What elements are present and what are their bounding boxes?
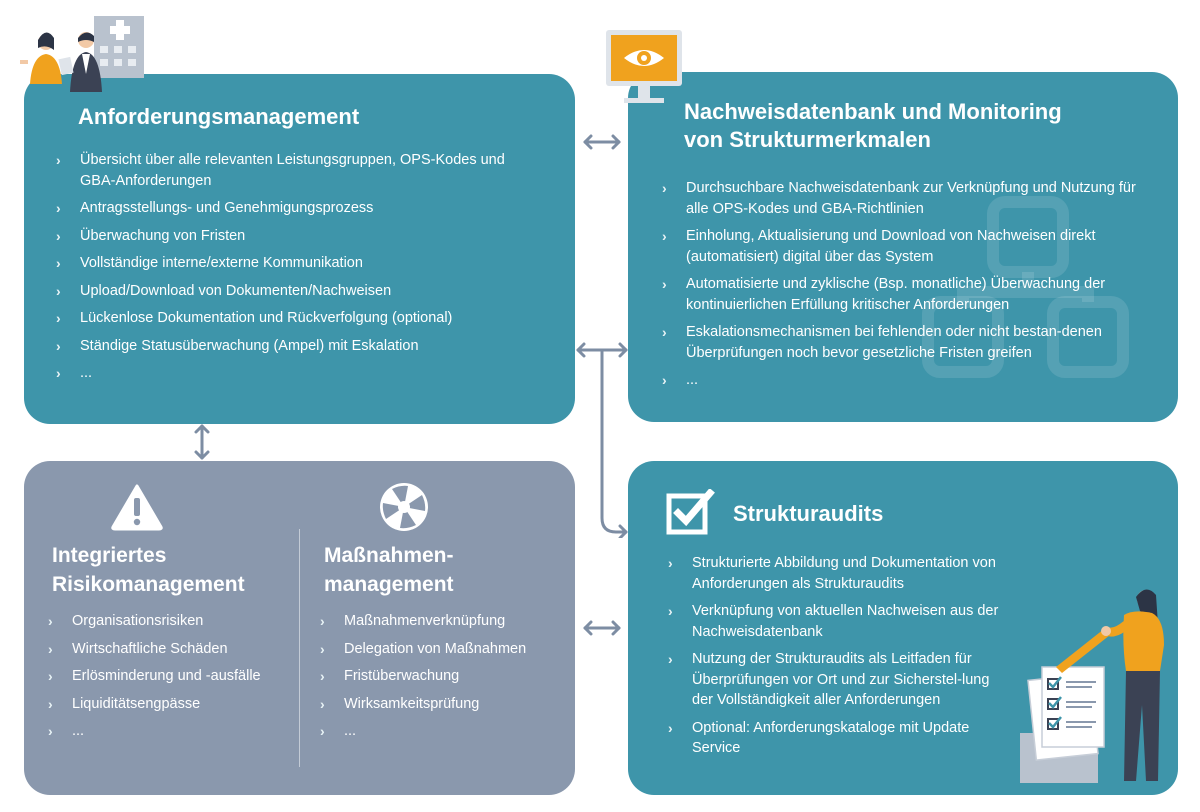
column-divider xyxy=(299,529,300,767)
arrow-branch-connector xyxy=(576,342,628,538)
list-item: ›Überwachung von Fristen xyxy=(56,227,246,244)
arrow-bottom-horizontal xyxy=(583,620,621,636)
nachweis-list: ›Durchsuchbare Nachweisdatenbank zur Ver… xyxy=(662,178,1142,398)
card-title: Nachweisdatenbank und Monitoring von Str… xyxy=(684,98,1062,154)
list-item: ›Vollständige interne/externe Kommunikat… xyxy=(56,255,363,271)
list-item: ›Delegation von Maßnahmen xyxy=(320,640,527,657)
massnahmen-title: Maßnahmen- management xyxy=(324,541,454,599)
list-item: ›Upload/Download von Dokumenten/Nachweis… xyxy=(56,282,392,299)
list-item: ›Durchsuchbare Nachweisdatenbank zur Ver… xyxy=(662,180,1136,217)
arrow-top-horizontal xyxy=(583,134,621,150)
card-anforderungsmanagement: Anforderungsmanagement ›Übersicht über a… xyxy=(24,74,575,424)
list-item: ›... xyxy=(48,723,85,739)
risiko-list: ›Organisationsrisiken ›Wirtschaftliche S… xyxy=(48,611,298,749)
list-item: ›Optional: Anforderungskataloge mit Upda… xyxy=(668,719,970,757)
monitor-eye-icon xyxy=(606,30,682,103)
arrow-left-vertical xyxy=(194,424,210,460)
card-title-line: von Strukturmerkmalen xyxy=(684,127,931,152)
list-item: ›... xyxy=(320,723,357,739)
list-item: ›... xyxy=(662,372,699,388)
audits-list: ›Strukturierte Abbildung und Dokumentati… xyxy=(668,553,1008,766)
card-title: Strukturaudits xyxy=(733,501,884,526)
list-item: ›Einholung, Aktualisierung und Download … xyxy=(662,228,1096,265)
list-item: ›Nutzung der Strukturaudits als Leitfade… xyxy=(668,651,990,708)
database-watermark-icon xyxy=(922,196,1129,378)
list-item: ›Maßnahmenverknüpfung xyxy=(320,613,506,629)
people-hospital-icon xyxy=(20,16,144,92)
warning-icon xyxy=(111,484,163,531)
list-item: ›Ständige Statusüberwachung (Ampel) mit … xyxy=(56,337,419,354)
card-title-line: Nachweisdatenbank und Monitoring xyxy=(684,99,1062,124)
list-item: ›Organisationsrisiken xyxy=(48,613,204,629)
massnahmen-list: ›Maßnahmenverknüpfung ›Delegation von Ma… xyxy=(320,611,570,749)
list-item: ›Fristüberwachung xyxy=(320,668,460,684)
list-item: ›Strukturierte Abbildung und Dokumentati… xyxy=(668,555,996,592)
woman-checklist-icon xyxy=(1020,589,1164,783)
card-title-line: Risikomanagement xyxy=(52,573,245,596)
list-item: ›Übersicht über alle relevanten Leistung… xyxy=(56,152,505,189)
list-item: ›Wirksamkeitsprüfung xyxy=(320,695,480,712)
card-title-line: Maßnahmen- xyxy=(324,544,454,567)
checkbox-icon xyxy=(666,489,715,535)
list-item: ›Wirtschaftliche Schäden xyxy=(48,640,228,657)
anforderung-list: ›Übersicht über alle relevanten Leistung… xyxy=(56,150,526,391)
list-item: ›Erlösminderung und -ausfälle xyxy=(48,668,261,684)
card-title-line: management xyxy=(324,573,454,596)
list-item: ›Antragsstellungs- und Genehmigungsproze… xyxy=(56,200,374,216)
shutter-icon xyxy=(380,483,428,531)
list-item: ›Verknüpfung von aktuellen Nachweisen au… xyxy=(668,603,999,640)
list-item: ›Eskalationsmechanismen bei fehlenden od… xyxy=(662,324,1102,361)
risiko-title: Integriertes Risikomanagement xyxy=(52,541,245,599)
card-title-line: Integriertes xyxy=(52,544,167,567)
list-item: ›Liquiditätsengpässe xyxy=(48,695,201,712)
list-item: ›Lückenlose Dokumentation und Rückverfol… xyxy=(56,310,453,326)
list-item: ›... xyxy=(56,365,93,381)
card-nachweisdatenbank: Nachweisdatenbank und Monitoring von Str… xyxy=(628,72,1178,422)
list-item: ›Automatisierte und zyklische (Bsp. mona… xyxy=(662,276,1106,313)
card-title: Anforderungsmanagement xyxy=(78,104,360,129)
card-risiko-massnahmen: Integriertes Risikomanagement ›Organisat… xyxy=(24,461,575,795)
